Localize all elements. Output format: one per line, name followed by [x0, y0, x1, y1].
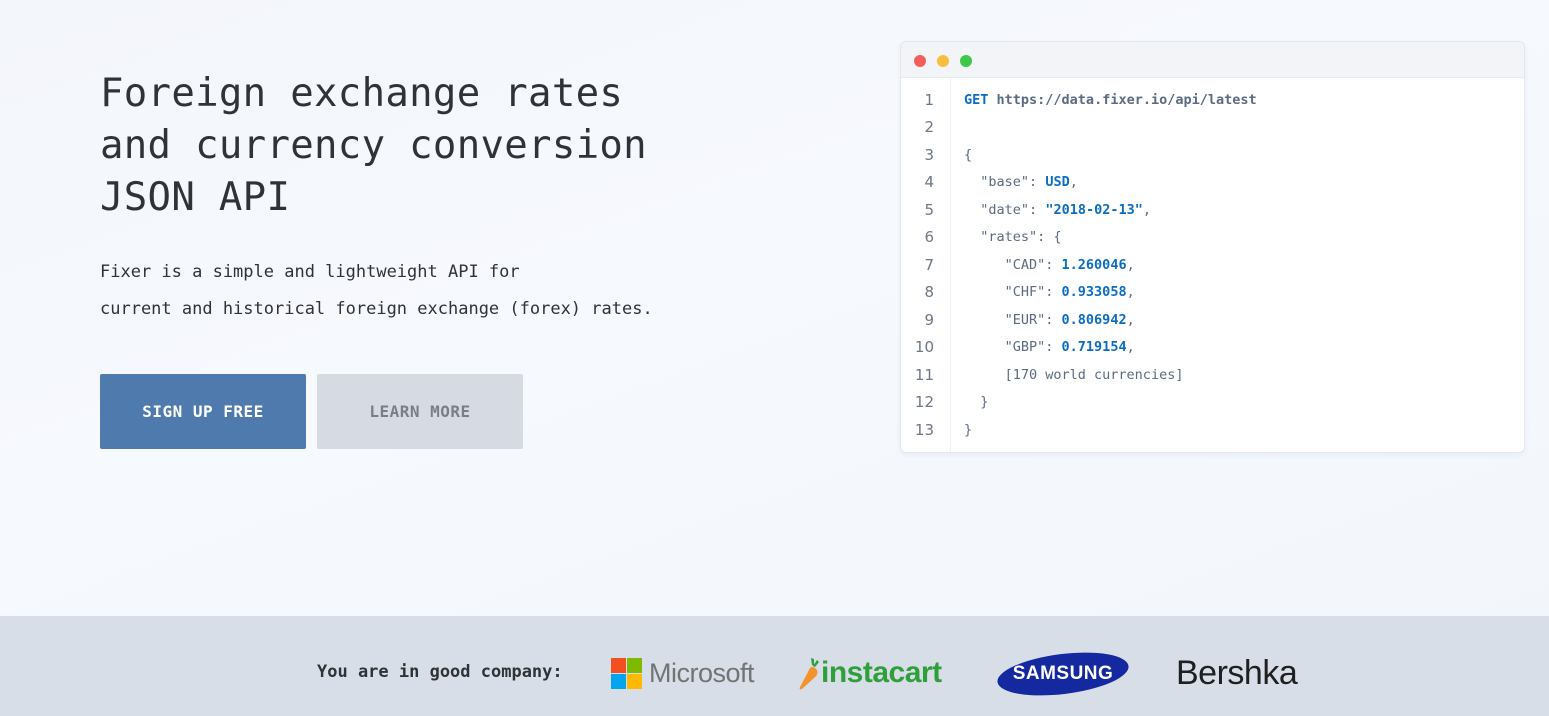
- company-logos-bar: You are in good company: Microsoft insta…: [0, 616, 1549, 716]
- line-number: 3: [924, 146, 934, 164]
- base-key: "base": [980, 174, 1030, 190]
- rate-key: "CAD": [1004, 257, 1046, 273]
- http-method: GET: [964, 92, 989, 108]
- window-maximize-dot-icon: [960, 55, 972, 67]
- hero-title: Foreign exchange rates and currency conv…: [100, 71, 647, 220]
- line-number: 4: [924, 173, 934, 191]
- line-number: 13: [914, 421, 934, 439]
- line-number: 8: [924, 283, 934, 301]
- base-value: USD: [1045, 174, 1070, 190]
- microsoft-grid-icon: [611, 658, 642, 689]
- hero-description-line-2: current and historical foreign exchange …: [100, 299, 653, 319]
- line-number-gutter: 1 2 3 4 5 6 7 8 9 10 11 12 13: [901, 78, 951, 452]
- rates-key: "rates": [980, 229, 1038, 245]
- bershka-logo: Bershka: [1176, 654, 1316, 694]
- hero-description: Fixer is a simple and lightweight API fo…: [100, 254, 760, 328]
- code-line-open-brace: {: [964, 147, 973, 163]
- code-body: 1 2 3 4 5 6 7 8 9 10 11 12 13 GET https:…: [901, 78, 1524, 452]
- more-currencies-note: [170 world currencies]: [1004, 367, 1184, 383]
- instacart-wordmark: instacart: [821, 656, 942, 689]
- samsung-ellipse-icon: [997, 652, 1129, 696]
- samsung-wordmark: SAMSUNG: [1012, 663, 1114, 684]
- inner-close-brace: }: [980, 394, 989, 410]
- window-close-dot-icon: [914, 55, 926, 67]
- date-value: "2018-02-13": [1045, 202, 1143, 218]
- code-line-rates: "rates": {: [980, 229, 1062, 245]
- code-line-date: "date": "2018-02-13",: [980, 202, 1151, 218]
- code-line-rate: "EUR": 0.806942,: [1004, 312, 1135, 328]
- code-line-inner-close: }: [964, 394, 988, 410]
- window-minimize-dot-icon: [937, 55, 949, 67]
- code-line-base: "base": USD,: [980, 174, 1078, 190]
- company-label: You are in good company:: [317, 662, 563, 682]
- hero-description-line-1: Fixer is a simple and lightweight API fo…: [100, 262, 520, 282]
- code-window-titlebar: [901, 42, 1524, 78]
- line-number: 7: [924, 256, 934, 274]
- microsoft-wordmark: Microsoft: [649, 658, 755, 688]
- code-line-more: [170 world currencies]: [964, 367, 1184, 383]
- rate-key: "CHF": [1004, 284, 1046, 300]
- sign-up-free-button[interactable]: SIGN UP FREE: [100, 374, 306, 449]
- line-number: 2: [924, 118, 934, 136]
- instacart-logo: instacart: [799, 656, 954, 692]
- code-line-request: GET https://data.fixer.io/api/latest: [964, 92, 1257, 108]
- line-number: 12: [914, 393, 934, 411]
- code-line-rate: "CHF": 0.933058,: [1004, 284, 1135, 300]
- rate-value: 0.806942: [1061, 312, 1127, 328]
- code-line-rate: "CAD": 1.260046,: [1004, 257, 1135, 273]
- hero-section: Foreign exchange rates and currency conv…: [100, 41, 1525, 453]
- code-line-close-brace: }: [964, 422, 973, 438]
- line-number: 1: [924, 91, 934, 109]
- rate-key: "EUR": [1004, 312, 1046, 328]
- date-key: "date": [980, 202, 1030, 218]
- rate-key: "GBP": [1004, 339, 1046, 355]
- rate-value: 1.260046: [1061, 257, 1127, 273]
- line-number: 6: [924, 228, 934, 246]
- line-number: 5: [924, 201, 934, 219]
- bershka-wordmark: Bershka: [1176, 654, 1298, 692]
- line-number: 10: [914, 338, 934, 356]
- samsung-logo: SAMSUNG: [996, 651, 1130, 697]
- rate-value: 0.933058: [1061, 284, 1127, 300]
- learn-more-button[interactable]: LEARN MORE: [317, 374, 523, 449]
- carrot-icon: [799, 658, 819, 690]
- code-line-rate: "GBP": 0.719154,: [1004, 339, 1135, 355]
- code-example-window: 1 2 3 4 5 6 7 8 9 10 11 12 13 GET https:…: [900, 41, 1525, 453]
- microsoft-logo: Microsoft: [611, 657, 761, 691]
- line-number: 11: [914, 366, 934, 384]
- line-number: 9: [924, 311, 934, 329]
- rate-value: 0.719154: [1061, 339, 1127, 355]
- request-url: https://data.fixer.io/api/latest: [996, 92, 1257, 108]
